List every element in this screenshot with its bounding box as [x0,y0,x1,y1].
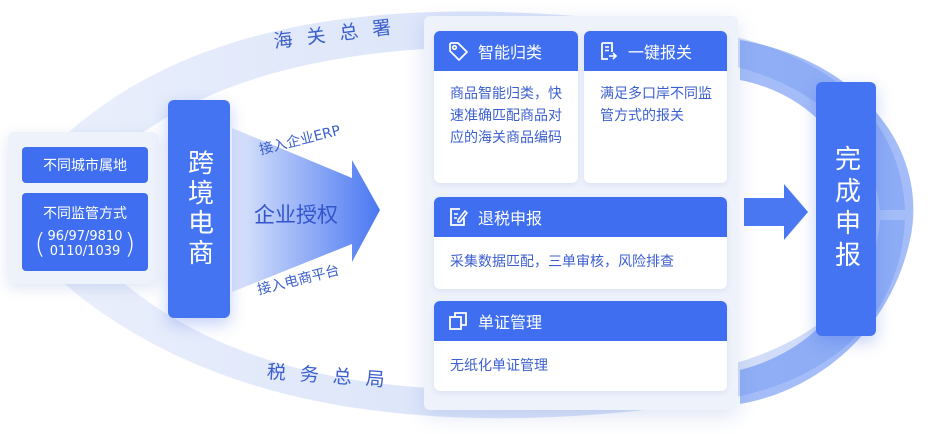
card-refund-title: 退税申报 [478,209,543,228]
paren-open: ( [34,227,46,260]
card-classify-head: 智能归类 [434,31,578,71]
card-refund: 退税申报 采集数据匹配，三单审核，风险排查 [434,197,727,289]
card-classify-title: 智能归类 [478,43,543,62]
card-docs-head: 单证管理 [434,301,727,341]
card-docs-body: 无纸化单证管理 [450,358,548,374]
card-one-click-head: 一键报关 [584,31,727,71]
codes-line-1: 96/97/9810 [47,229,123,244]
auth-arrow [232,128,380,292]
card-one-click: 一键报关 满足多口岸不同监管方式的报关 [584,31,727,183]
mode-codes: ( 96/97/9810 0110/1039 ) [22,227,148,260]
tag-mode: 不同监管方式 ( 96/97/9810 0110/1039 ) [22,193,148,271]
card-one-click-title: 一键报关 [628,43,693,62]
label-auth: 企业授权 [254,203,338,227]
paren-close: ) [124,227,136,260]
document-arrow-icon [598,41,618,61]
edit-document-icon [448,207,468,227]
ecommerce-node: 跨境电商 [168,100,230,318]
tag-city-label: 不同城市属地 [43,158,127,174]
ecommerce-label: 跨境电商 [183,149,214,269]
card-one-click-body: 满足多口岸不同监管方式的报关 [600,86,712,124]
card-refund-head: 退税申报 [434,197,727,237]
done-node: 完成申报 [816,82,876,336]
done-arrow [744,184,808,240]
tag-icon [448,41,468,61]
copy-icon [448,311,468,331]
top-swoosh [60,11,905,210]
bottom-swoosh [60,220,905,419]
codes-line-2: 0110/1039 [49,244,121,259]
card-classify-body: 商品智能归类，快速准确匹配商品对应的海关商品编码 [450,86,562,146]
card-docs: 单证管理 无纸化单证管理 [434,301,727,391]
tag-city: 不同城市属地 [22,147,148,183]
tag-mode-label: 不同监管方式 [43,206,127,222]
card-docs-title: 单证管理 [478,313,543,332]
done-label: 完成申报 [830,145,861,273]
card-classify: 智能归类 商品智能归类，快速准确匹配商品对应的海关商品编码 [434,31,578,183]
card-refund-body: 采集数据匹配，三单审核，风险排查 [450,254,674,270]
